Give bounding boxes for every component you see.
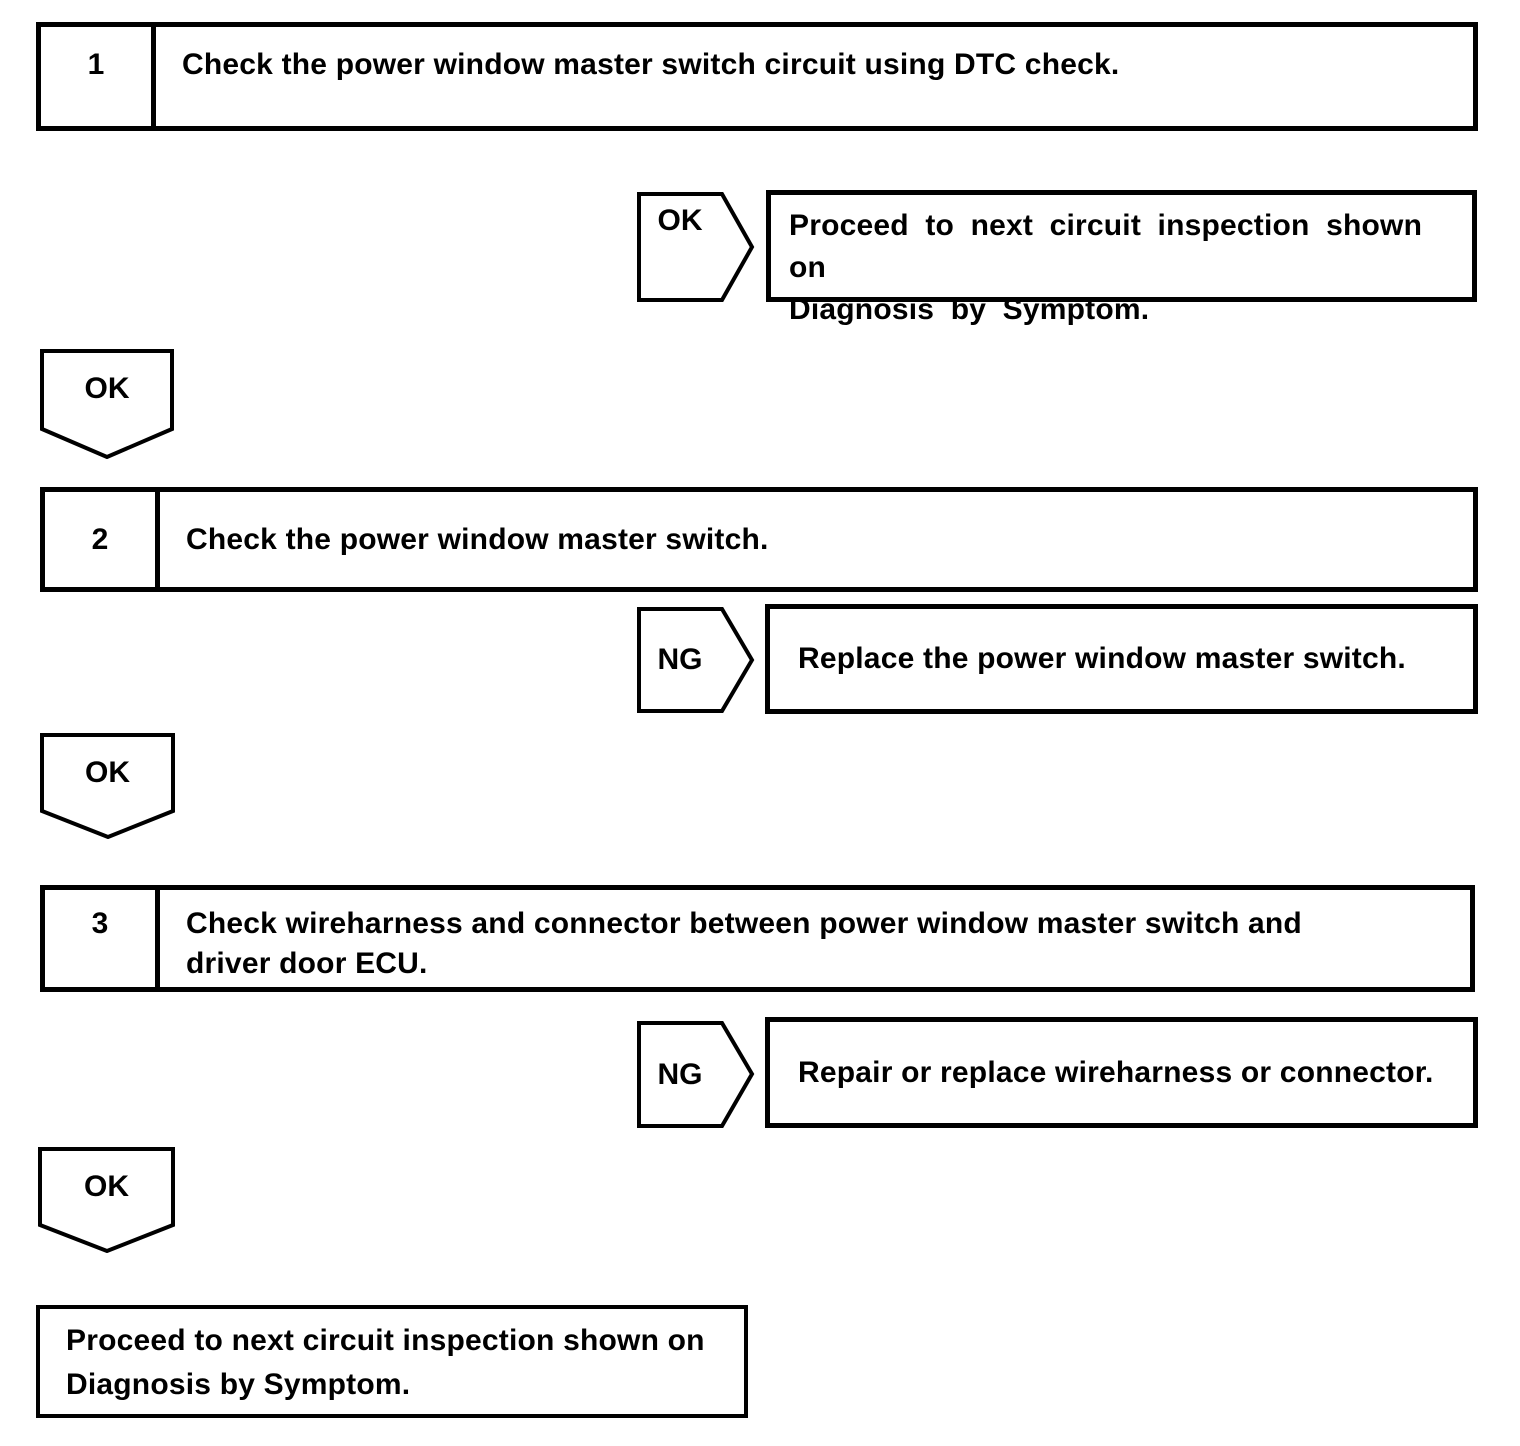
ok-arrow-down-icon bbox=[40, 733, 175, 840]
ng-label: NG bbox=[657, 1057, 703, 1091]
ok-connector-3: OK bbox=[38, 1147, 175, 1254]
step-2-number: 2 bbox=[45, 492, 160, 587]
result-box-3: Repair or replace wireharness or connect… bbox=[765, 1017, 1478, 1128]
ok-branch-1: OK bbox=[637, 192, 755, 302]
result-2-text: Replace the power window master switch. bbox=[798, 642, 1406, 675]
terminal-box: Proceed to next circuit inspection shown… bbox=[36, 1305, 748, 1418]
terminal-text: Proceed to next circuit inspection shown… bbox=[66, 1324, 705, 1401]
result-box-1: Proceed to next circuit inspection shown… bbox=[766, 190, 1477, 326]
step-1-number: 1 bbox=[41, 27, 156, 126]
ng-arrow-right-icon bbox=[637, 1021, 755, 1128]
step-3-number: 3 bbox=[45, 890, 160, 987]
ok-connector-1: OK bbox=[40, 349, 174, 460]
step-2-box: 2 Check the power window master switch. bbox=[40, 487, 1478, 592]
result-box-2: Replace the power window master switch. bbox=[765, 604, 1478, 714]
step-1-instruction: Check the power window master switch cir… bbox=[182, 48, 1120, 81]
step-3-box: 3 Check wireharness and connector betwee… bbox=[40, 885, 1475, 992]
ok-label: OK bbox=[657, 204, 703, 237]
ok-label: OK bbox=[85, 756, 130, 789]
ng-branch-2: NG bbox=[637, 1021, 755, 1128]
result-1-text: Proceed to next circuit inspection shown… bbox=[789, 209, 1423, 326]
ok-arrow-right-icon bbox=[637, 192, 755, 302]
ng-arrow-right-icon bbox=[637, 607, 755, 713]
ng-label: NG bbox=[657, 643, 703, 676]
ok-arrow-down-icon bbox=[40, 349, 174, 460]
step-2-instruction: Check the power window master switch. bbox=[186, 522, 769, 556]
step-3-instruction: Check wireharness and connector between … bbox=[186, 907, 1302, 980]
ok-label: OK bbox=[84, 1170, 129, 1203]
ok-arrow-down-icon bbox=[38, 1147, 175, 1254]
ok-connector-2: OK bbox=[40, 733, 175, 840]
step-1-box: 1 Check the power window master switch c… bbox=[36, 22, 1478, 131]
ok-label: OK bbox=[84, 372, 130, 405]
ng-branch-1: NG bbox=[637, 607, 755, 713]
result-3-text: Repair or replace wireharness or connect… bbox=[798, 1055, 1434, 1089]
